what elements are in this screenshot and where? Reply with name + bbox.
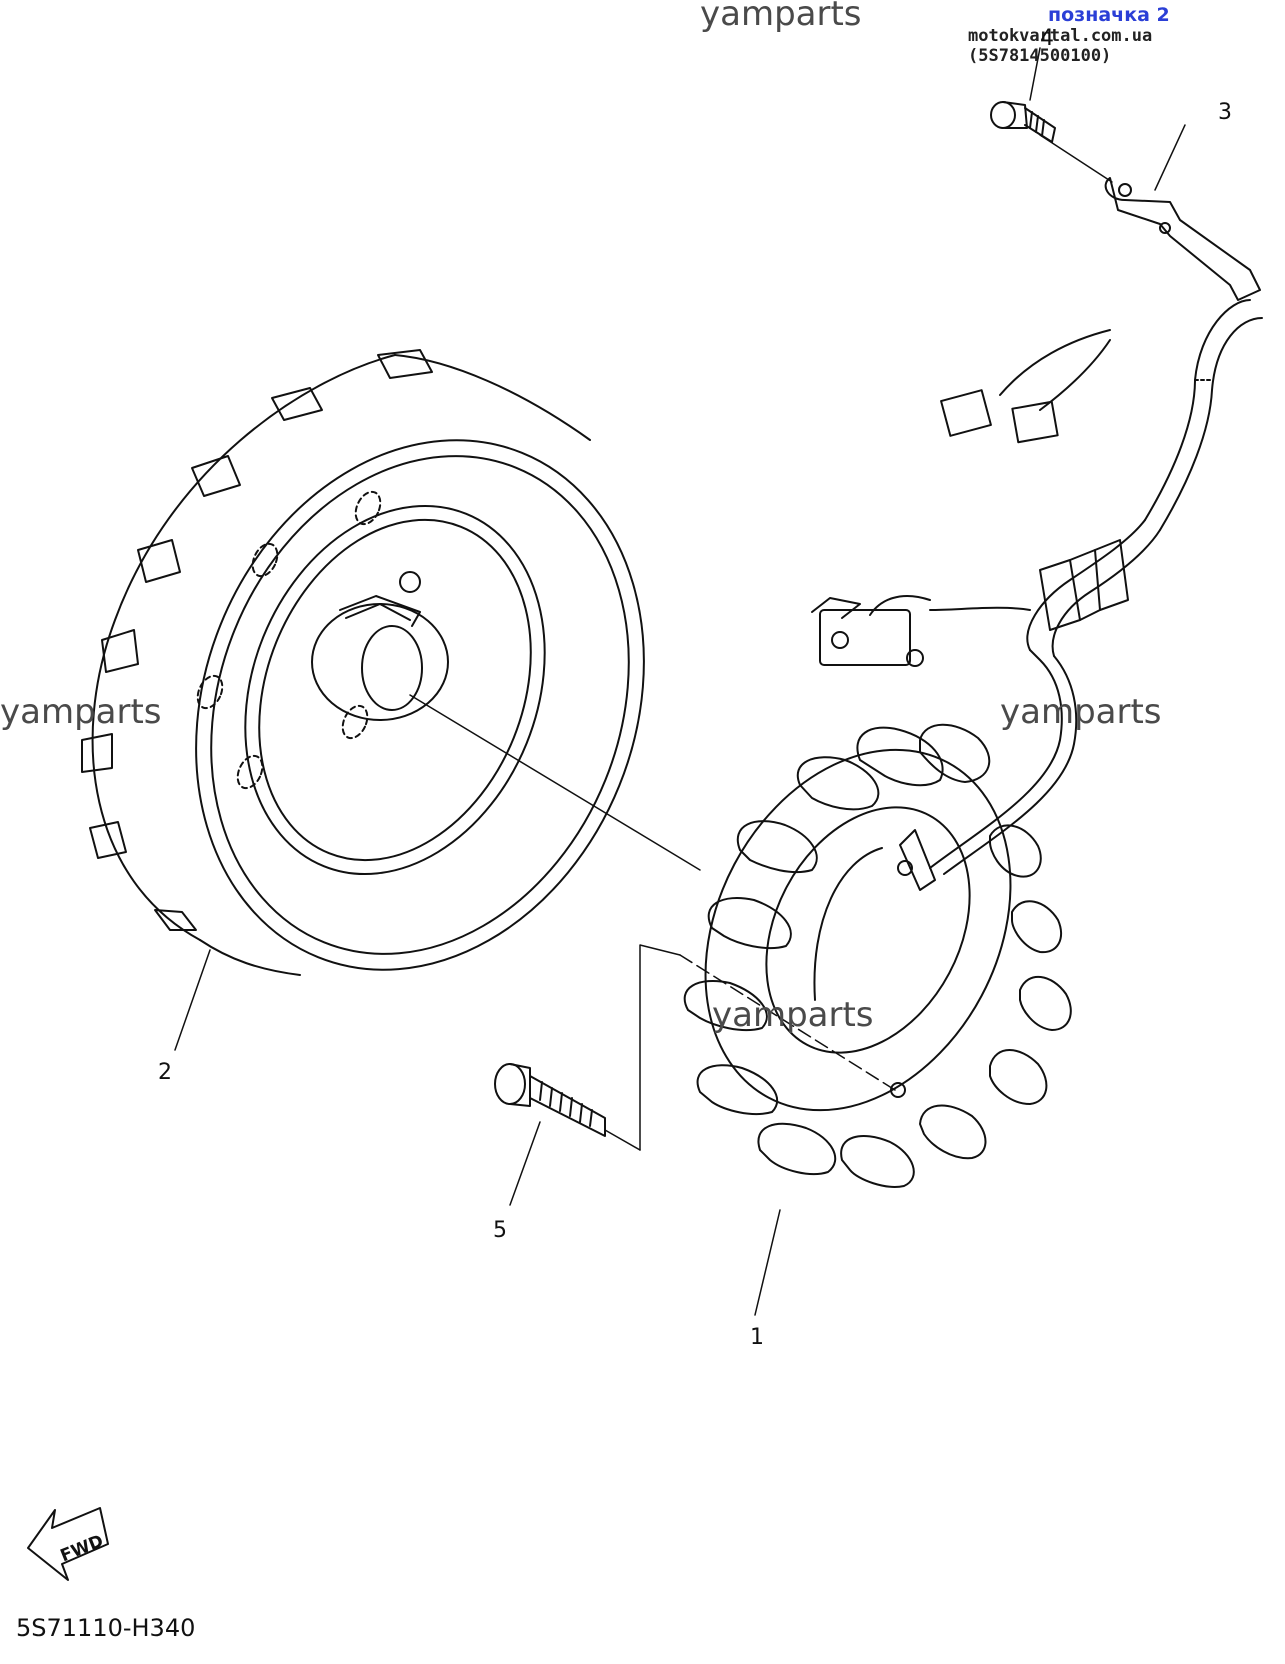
rotor-flywheel [81, 349, 645, 976]
assembly-lines [409, 134, 1113, 1151]
callout-4-screw: 4 [1040, 26, 1054, 51]
watermark-center: yamparts [712, 995, 874, 1035]
callout-5-bolt: 5 [493, 1218, 507, 1243]
diagram-code: 5S71110-H340 [16, 1614, 196, 1642]
tag-link[interactable]: позначка 2 [1048, 4, 1170, 26]
watermark-top: yamparts [700, 0, 862, 34]
callout-2-rotor: 2 [158, 1060, 172, 1085]
small-screw [990, 101, 1056, 143]
watermark-left: yamparts [0, 692, 162, 732]
callout-3-plate: 3 [1218, 100, 1232, 125]
retainer-plate [1104, 177, 1261, 301]
callout-1-stator: 1 [750, 1325, 764, 1350]
wire-harness [811, 299, 1263, 875]
leader-lines [174, 47, 1186, 1316]
fwd-direction-badge: FWD [27, 1507, 109, 1581]
stator-coil [683, 723, 1072, 1188]
site-reference: motokvartal.com.ua (5S7814500100) [968, 26, 1153, 66]
watermark-right: yamparts [1000, 692, 1162, 732]
stator-bolt [494, 1063, 606, 1137]
